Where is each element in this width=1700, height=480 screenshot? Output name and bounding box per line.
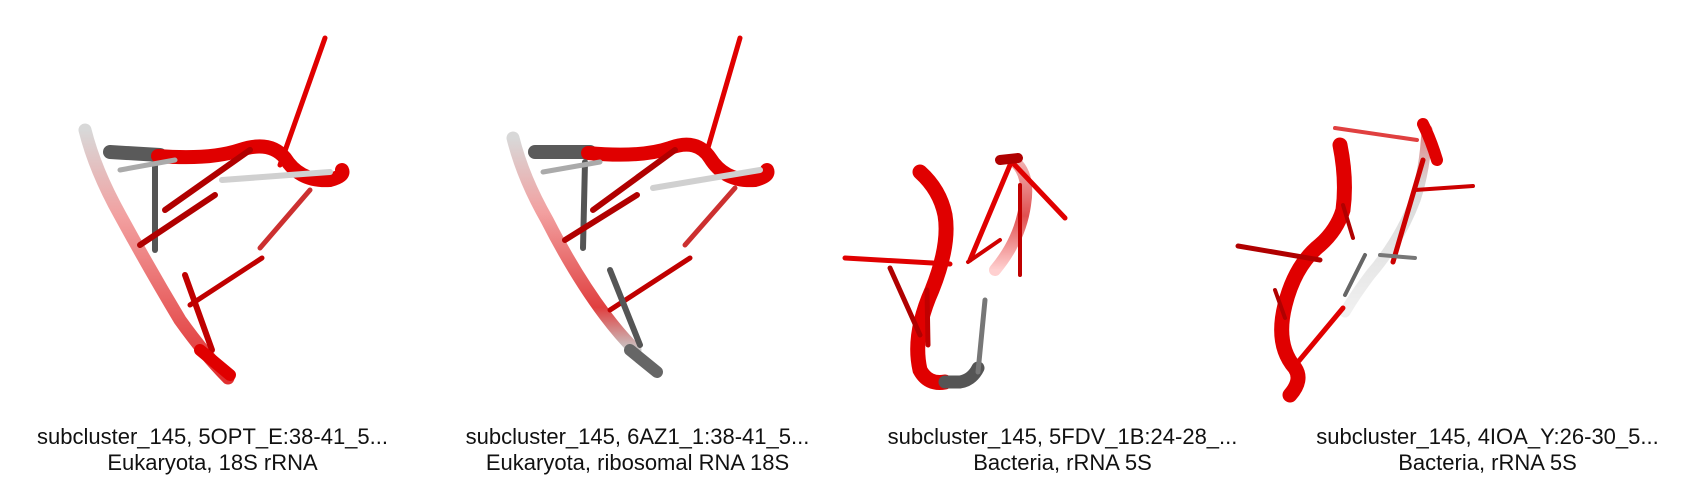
structure-panel-1: subcluster_145, 5OPT_E:38-41_5... Eukary…	[0, 0, 425, 480]
base-stick	[1273, 288, 1287, 320]
base-stick	[187, 255, 265, 308]
base-stick	[975, 297, 988, 375]
panel-title: subcluster_145, 6AZ1_1:38-41_5...	[465, 424, 810, 449]
base-stick	[924, 287, 931, 348]
panel-subtitle: Eukaryota, 18S rRNA	[107, 450, 318, 475]
backbone-strand-left	[506, 131, 642, 357]
base-stick	[540, 159, 603, 175]
base-stick	[702, 35, 743, 161]
base-stick	[682, 185, 738, 248]
base-stick	[607, 267, 643, 348]
base-stick	[277, 35, 328, 168]
base-stick	[562, 192, 640, 243]
rna-structure-image-2	[506, 35, 775, 378]
panel-subtitle: Eukaryota, ribosomal RNA 18S	[485, 450, 790, 475]
panel-subtitle: Bacteria, rRNA 5S	[973, 450, 1152, 475]
base-stick	[966, 238, 1002, 264]
base-stick	[842, 255, 953, 267]
panel-title: subcluster_145, 5FDV_1B:24-28_...	[887, 424, 1238, 449]
base-stick	[1413, 184, 1475, 192]
base-stick	[1009, 159, 1068, 221]
structure-panel-4: subcluster_145, 4IOA_Y:26-30_5... Bacter…	[1235, 0, 1700, 480]
backbone-red-end	[194, 344, 236, 381]
backbone-gray-end	[624, 344, 663, 378]
backbone-red-segment	[151, 139, 350, 188]
base-stick	[590, 147, 678, 213]
base-stick	[1378, 253, 1417, 260]
base-stick	[1390, 157, 1426, 265]
structure-panel-3: subcluster_145, 5FDV_1B:24-28_... Bacter…	[842, 0, 1275, 480]
rna-structure-image-1	[78, 35, 350, 385]
backbone-red-segment	[581, 137, 775, 188]
base-stick	[1290, 305, 1346, 371]
base-stick	[1343, 253, 1367, 297]
backbone-red-segment	[1417, 118, 1443, 166]
backbone-red-segment	[1274, 137, 1352, 403]
base-stick	[967, 162, 1013, 263]
base-stick	[1341, 203, 1355, 240]
base-stick	[137, 192, 218, 248]
rna-structure-image-4	[1235, 118, 1475, 403]
panel-title: subcluster_145, 5OPT_E:38-41_5...	[37, 424, 388, 449]
structure-panel-2: subcluster_145, 6AZ1_1:38-41_5... Eukary…	[425, 0, 850, 480]
base-stick	[887, 265, 923, 338]
base-stick	[1333, 126, 1419, 142]
backbone-red-segment	[995, 153, 1023, 165]
backbone-strand-right	[1339, 124, 1433, 318]
base-stick	[580, 159, 588, 251]
base-stick	[650, 167, 763, 191]
base-stick	[182, 272, 215, 353]
panel-title: subcluster_145, 4IOA_Y:26-30_5...	[1316, 424, 1659, 449]
base-stick	[257, 187, 313, 251]
base-stick	[1235, 243, 1323, 263]
backbone-red-segment	[910, 164, 954, 390]
backbone-gray-segment	[938, 361, 985, 389]
base-stick	[117, 157, 178, 173]
base-stick	[162, 147, 253, 213]
rna-structure-image-3	[842, 153, 1068, 390]
base-stick	[219, 169, 333, 183]
panel-subtitle: Bacteria, rRNA 5S	[1398, 450, 1577, 475]
